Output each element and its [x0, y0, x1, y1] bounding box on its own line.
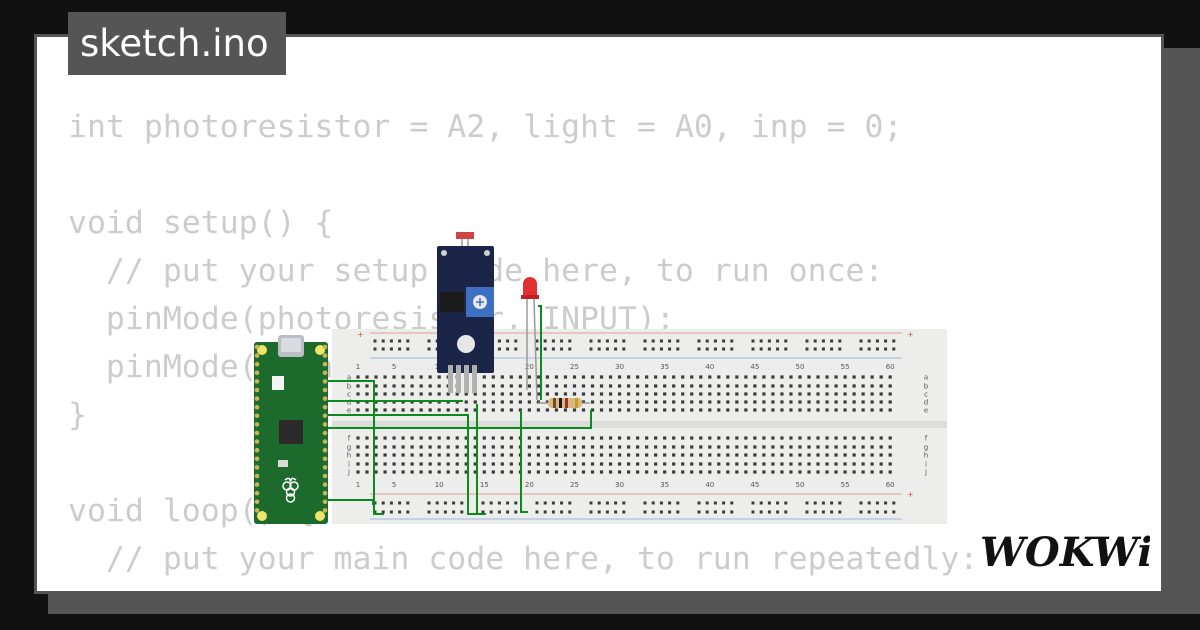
code-line: int photoresistor = A2, light = A0, inp …	[68, 109, 903, 145]
raspberry-pi-pico[interactable]	[254, 335, 328, 524]
indicator-led-icon	[457, 335, 475, 353]
rp2040-chip-icon	[279, 420, 303, 444]
wires	[328, 305, 592, 515]
row-letter: b	[347, 383, 352, 391]
column-number: 30	[615, 481, 624, 489]
row-letter: i	[925, 461, 927, 469]
mount-hole-icon	[257, 345, 267, 355]
column-number: 1	[356, 363, 360, 371]
column-number: 25	[570, 481, 579, 489]
row-letter: e	[924, 407, 928, 415]
row-letter: f	[925, 435, 928, 443]
power-rail-bottom: +	[370, 490, 914, 520]
code-line: void setup() {	[68, 205, 334, 241]
row-letter: j	[347, 469, 350, 477]
column-number: 5	[392, 481, 396, 489]
column-number: 25	[570, 363, 579, 371]
row-letter: d	[347, 399, 351, 407]
row-letter: c	[347, 391, 351, 399]
terminal-strip	[356, 375, 892, 474]
column-number: 60	[886, 363, 895, 371]
column-number: 55	[841, 363, 850, 371]
code-line: }	[68, 397, 87, 433]
code-line: inp = analogRead(photoresistor);	[68, 583, 978, 591]
column-number: 10	[435, 481, 444, 489]
column-number: 15	[480, 481, 489, 489]
logo-text: WOKWi	[980, 529, 1150, 574]
column-number: 30	[615, 363, 624, 371]
column-number: 1	[356, 481, 360, 489]
row-letter: e	[347, 407, 351, 415]
column-number: 60	[886, 481, 895, 489]
row-letter: i	[348, 461, 350, 469]
column-number: 45	[750, 481, 759, 489]
column-number: 40	[705, 481, 714, 489]
code-card: int photoresistor = A2, light = A0, inp …	[34, 34, 1164, 594]
code-line: // put your main code here, to run repea…	[68, 541, 979, 577]
photoresistor-module[interactable]	[437, 232, 494, 393]
bootsel-button-icon	[272, 376, 284, 390]
ldr-icon	[456, 232, 474, 239]
row-letter: h	[924, 452, 928, 460]
code-line: // put your setup code here, to run once…	[105, 253, 884, 289]
column-number: 20	[525, 363, 534, 371]
row-letter: h	[347, 452, 351, 460]
svg-text:+: +	[907, 330, 914, 339]
column-number: 55	[841, 481, 850, 489]
row-letter: b	[924, 383, 929, 391]
row-letter: j	[924, 469, 927, 477]
svg-text:+: +	[357, 330, 364, 339]
row-letter: f	[348, 435, 351, 443]
column-number: 50	[796, 481, 805, 489]
column-number: 35	[660, 363, 669, 371]
column-number: 50	[796, 363, 805, 371]
column-number: 45	[750, 363, 759, 371]
row-letter: g	[924, 444, 928, 452]
column-number: 5	[392, 363, 396, 371]
wokwi-logo: WOKWi	[980, 529, 1150, 574]
row-letter: a	[347, 374, 351, 382]
filename-tab[interactable]: sketch.ino	[68, 12, 286, 75]
red-led[interactable]	[521, 277, 539, 401]
svg-text:+: +	[907, 490, 914, 499]
row-letter: d	[924, 399, 928, 407]
row-letter: a	[924, 374, 928, 382]
column-number: 40	[705, 363, 714, 371]
row-letter: c	[924, 391, 928, 399]
row-letter: g	[347, 444, 351, 452]
column-number: 20	[525, 481, 534, 489]
comparator-chip-icon	[440, 292, 464, 312]
resistor[interactable]	[538, 398, 590, 408]
column-number: 35	[660, 481, 669, 489]
raspberry-logo-icon	[282, 477, 299, 503]
